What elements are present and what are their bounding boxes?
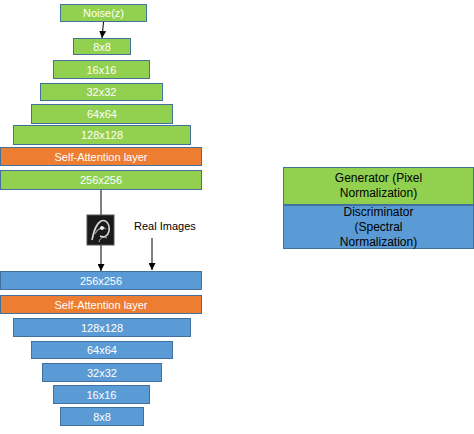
box-label: Noise(z) — [83, 7, 124, 19]
discriminator-layer-box: 128x128 — [13, 318, 191, 337]
box-label: 16x16 — [87, 389, 117, 401]
box-label: 64x64 — [87, 344, 117, 356]
attention-layer-box: Self-Attention layer — [0, 295, 202, 314]
discriminator-input-box: 256x256 — [0, 271, 202, 290]
box-label: 32x32 — [87, 367, 117, 379]
real-images-arrow — [152, 238, 153, 270]
legend-text: Generator (Pixel Normalization) — [324, 171, 433, 201]
legend-swatch: Generator (Pixel Normalization) — [283, 167, 474, 205]
legend-text: Discriminator (Spectral Normalization) — [324, 205, 433, 250]
generator-layer-box: 32x32 — [40, 83, 163, 101]
box-label: 256x256 — [80, 275, 122, 287]
generator-output-box: 256x256 — [0, 170, 202, 190]
box-label: Self-Attention layer — [55, 299, 148, 311]
generator-input-box: Noise(z) — [60, 4, 147, 22]
box-label: 64x64 — [87, 108, 117, 120]
box-label: 16x16 — [87, 64, 117, 76]
generated-image-thumbnail — [87, 215, 114, 245]
flow-arrow — [102, 22, 104, 38]
box-label: 32x32 — [87, 86, 117, 98]
box-label: 8x8 — [93, 411, 111, 423]
generator-layer-box: 8x8 — [73, 38, 131, 55]
attention-layer-box: Self-Attention layer — [0, 147, 202, 166]
box-label: 256x256 — [80, 174, 122, 186]
discriminator-layer-box: 16x16 — [53, 385, 150, 404]
generator-layer-box: 128x128 — [13, 125, 191, 145]
legend-swatch: Discriminator (Spectral Normalization) — [283, 205, 474, 249]
discriminator-layer-box: 64x64 — [31, 341, 173, 359]
box-label: Self-Attention layer — [55, 151, 148, 163]
discriminator-layer-box: 8x8 — [60, 407, 144, 426]
flow-arrow — [101, 190, 102, 271]
box-label: 128x128 — [81, 129, 123, 141]
generator-layer-box: 16x16 — [53, 60, 150, 79]
annotation-label: Real Images — [134, 220, 196, 232]
box-label: 8x8 — [93, 41, 111, 53]
box-label: 128x128 — [81, 322, 123, 334]
generator-layer-box: 64x64 — [31, 104, 173, 124]
discriminator-layer-box: 32x32 — [42, 363, 162, 382]
